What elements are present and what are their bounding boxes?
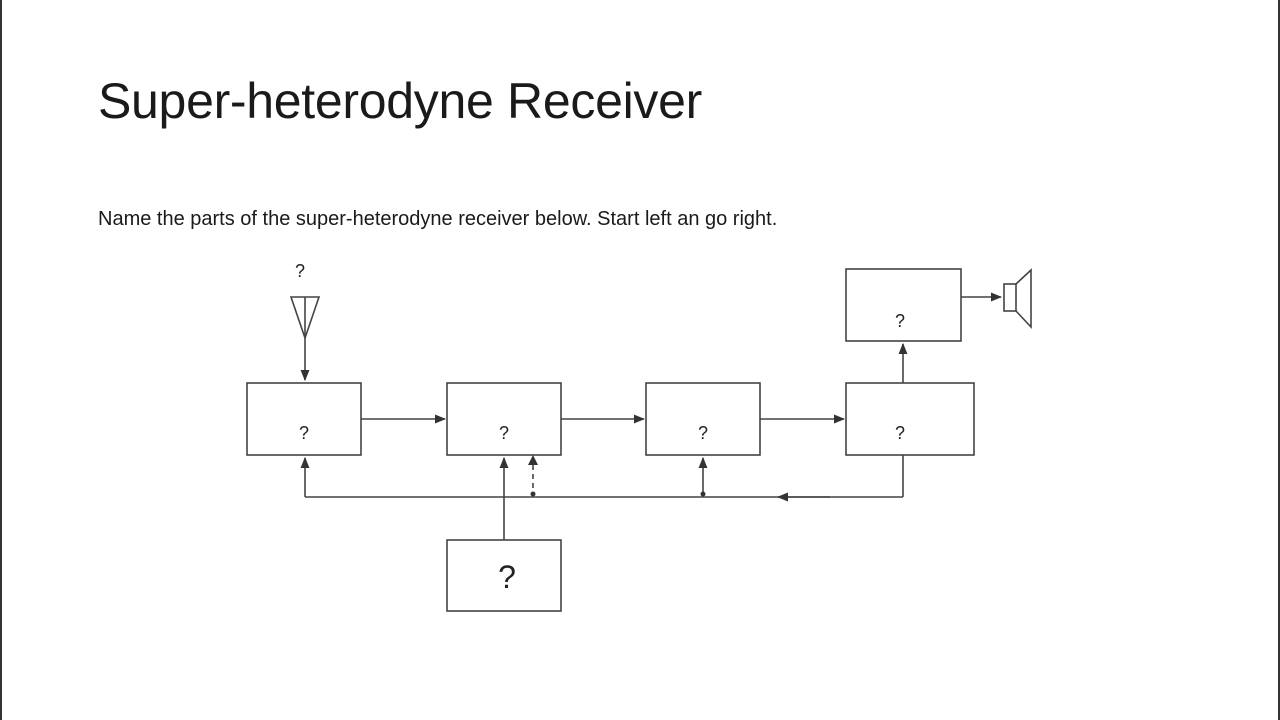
slide-prompt: Name the parts of the super-heterodyne r… <box>98 208 778 230</box>
speaker-icon <box>1003 268 1032 330</box>
block-2: ? <box>446 382 562 456</box>
block-1-label: ? <box>299 423 309 443</box>
antenna-icon <box>289 296 321 382</box>
block-6: ? <box>446 539 562 612</box>
antenna-label: ? <box>295 261 305 281</box>
block-4-label: ? <box>895 423 905 443</box>
block-1: ? <box>246 382 362 456</box>
feedback-line <box>300 455 904 502</box>
block-3: ? <box>645 382 761 456</box>
block-6-label: ? <box>498 559 516 595</box>
block-5-label: ? <box>895 311 905 331</box>
block-3-label: ? <box>698 423 708 443</box>
block-2-label: ? <box>499 423 509 443</box>
block-5: ? <box>845 268 962 342</box>
block-4: ? <box>845 382 975 456</box>
slide-title: Super-heterodyne Receiver <box>98 73 702 129</box>
